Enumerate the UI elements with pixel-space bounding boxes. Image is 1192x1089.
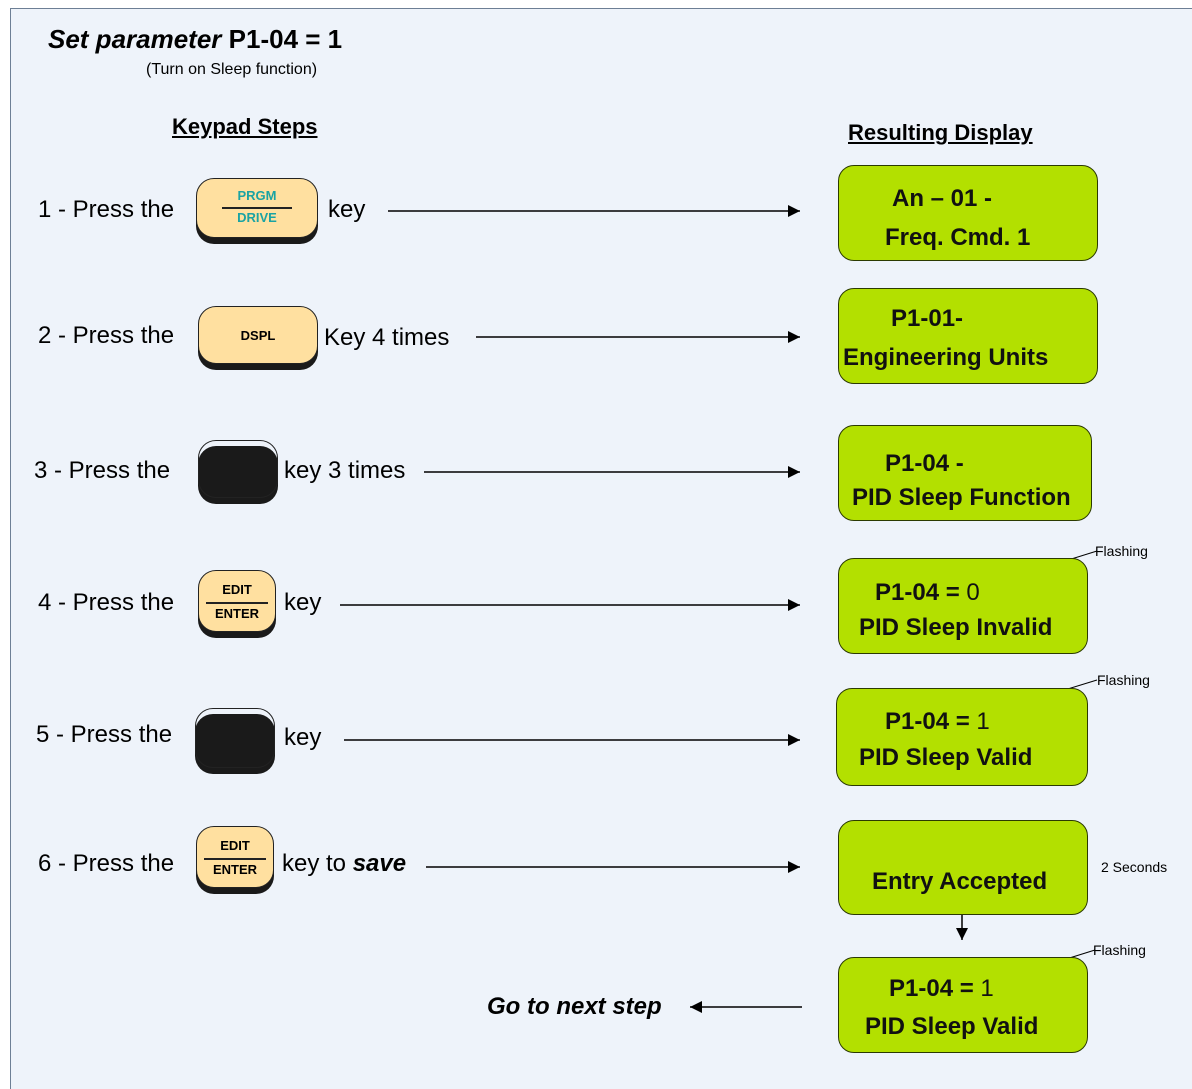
display-4-line-2: PID Sleep Invalid <box>859 614 1053 641</box>
display-1-line-2: Freq. Cmd. 1 <box>885 224 1031 251</box>
display-3-line-1: P1-04 - <box>885 450 964 477</box>
step-4-text: 4 - Press the <box>38 589 175 616</box>
step-3-text: 3 - Press the <box>34 457 171 484</box>
edit-label: EDIT <box>222 582 252 597</box>
display-step-3: P1-04 - PID Sleep Function <box>838 425 1092 521</box>
display-step-6: Entry Accepted <box>838 820 1088 915</box>
edit-enter-key[interactable]: EDIT ENTER <box>198 570 276 638</box>
prgm-drive-key[interactable]: PRGM DRIVE <box>196 178 318 244</box>
step-4-suffix: key <box>284 589 322 616</box>
step-2-text: 2 - Press the <box>38 322 175 349</box>
display-step-1: An – 01 - Freq. Cmd. 1 <box>838 165 1098 261</box>
header-resulting-display: Resulting Display <box>848 120 1033 145</box>
note-flashing-5: Flashing <box>1097 672 1150 688</box>
display-5-line-1: P1-04 = 1 <box>885 708 990 735</box>
display-2-line-2: Engineering Units <box>843 344 1049 371</box>
step-6-text: 6 - Press the <box>38 850 175 877</box>
prgm-label: PRGM <box>237 188 277 203</box>
dspl-key[interactable]: DSPL <box>198 306 318 370</box>
display-final: P1-04 = 1 PID Sleep Valid <box>838 957 1088 1053</box>
note-flashing-final: Flashing <box>1093 942 1146 958</box>
dspl-label: DSPL <box>240 328 276 343</box>
step-1-text: 1 - Press the <box>38 196 175 223</box>
step-6-suffix: key to save <box>282 850 407 877</box>
page-subtitle: (Turn on Sleep function) <box>146 61 318 78</box>
drive-label: DRIVE <box>237 210 277 225</box>
display-5-line-2: PID Sleep Valid <box>859 744 1033 771</box>
step-1-suffix: key <box>328 196 366 223</box>
enter-label: ENTER <box>214 606 260 621</box>
display-step-2: P1-01- Engineering Units <box>838 288 1098 384</box>
step-2-suffix: Key 4 times <box>324 324 450 351</box>
up-key[interactable] <box>198 440 278 504</box>
display-4-line-1: P1-04 = 0 <box>875 579 980 606</box>
display-step-4: P1-04 = 0 PID Sleep Invalid <box>838 558 1088 654</box>
enter-label-2: ENTER <box>212 862 258 877</box>
edit-enter-key-2[interactable]: EDIT ENTER <box>196 826 274 894</box>
step-5-text: 5 - Press the <box>36 721 173 748</box>
display-step-5: P1-04 = 1 PID Sleep Valid <box>836 688 1088 786</box>
step-5-suffix: key <box>284 724 322 751</box>
up-key-2[interactable] <box>195 708 275 774</box>
page-title: Set parameter P1-04 = 1 <box>48 24 343 54</box>
display-1-line-1: An – 01 - <box>892 185 993 212</box>
next-step-label: Go to next step <box>487 993 662 1020</box>
display-3-line-2: PID Sleep Function <box>852 484 1071 511</box>
header-keypad-steps: Keypad Steps <box>172 114 318 139</box>
display-6-line-1: Entry Accepted <box>872 868 1048 895</box>
step-3-suffix: key 3 times <box>284 457 406 484</box>
edit-label-2: EDIT <box>220 838 250 853</box>
display-final-line-2: PID Sleep Valid <box>865 1013 1039 1040</box>
display-2-line-1: P1-01- <box>891 305 964 332</box>
note-two-seconds: 2 Seconds <box>1101 859 1168 875</box>
display-final-line-1: P1-04 = 1 <box>889 975 994 1002</box>
note-flashing-4: Flashing <box>1095 543 1148 559</box>
